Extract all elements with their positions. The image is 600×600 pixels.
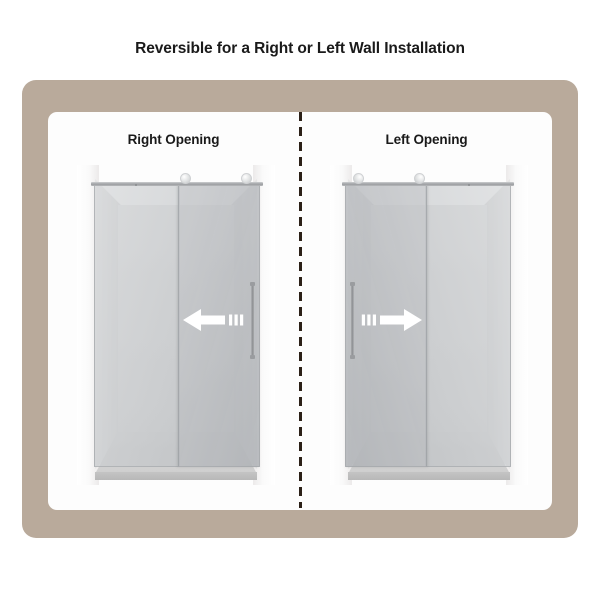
door-handle-cap <box>350 282 355 286</box>
content-panel: Right Opening <box>48 112 552 510</box>
roller-wheel-icon <box>353 173 364 184</box>
top-rail <box>342 182 514 186</box>
shower-base-lip <box>95 472 257 480</box>
page-title: Reversible for a Right or Left Wall Inst… <box>135 40 465 57</box>
roller-wheel-icon <box>414 173 425 184</box>
door-handle-cap <box>250 355 255 359</box>
taupe-frame: Right Opening <box>22 80 578 538</box>
fixed-glass-panel <box>425 185 511 467</box>
door-handle-cap <box>350 355 355 359</box>
fixed-glass-panel <box>94 185 180 467</box>
arrow-left-icon <box>183 309 244 331</box>
rail-mount-dot <box>468 184 470 186</box>
door-handle <box>351 283 354 359</box>
slide-direction-indicator <box>358 306 424 334</box>
shower-base-lip <box>348 472 510 480</box>
section-label-right-opening: Right Opening <box>127 132 220 147</box>
section-right-opening: Right Opening <box>48 112 299 510</box>
slide-direction-indicator <box>181 306 247 334</box>
door-handle <box>251 283 254 359</box>
door-handle-cap <box>250 282 255 286</box>
rail-mount-dot <box>135 184 137 186</box>
dashed-divider <box>299 112 302 508</box>
top-rail <box>91 182 263 186</box>
wall-jamb-left <box>77 165 99 485</box>
section-label-left-opening: Left Opening <box>385 132 468 147</box>
section-left-opening: Left Opening <box>301 112 552 510</box>
roller-wheel-icon <box>241 173 252 184</box>
sliding-glass-panel <box>178 185 260 467</box>
roller-wheel-icon <box>180 173 191 184</box>
arrow-right-icon <box>361 309 422 331</box>
shower-enclosure-left-opening <box>330 165 528 490</box>
shower-enclosure-right-opening <box>77 165 275 490</box>
